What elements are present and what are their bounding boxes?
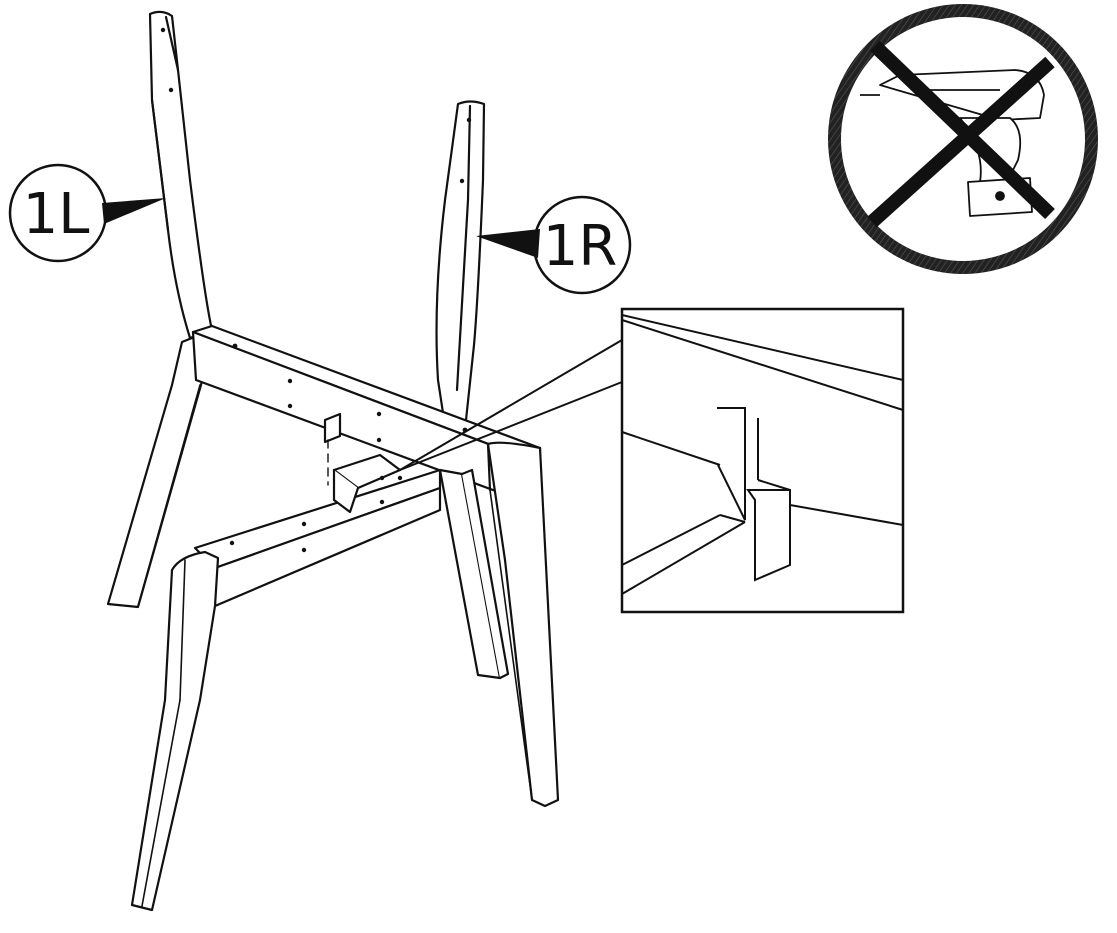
joint-detail-inset xyxy=(620,307,905,614)
part-label-1l: 1L xyxy=(8,163,166,263)
part-label-1l-text: 1L xyxy=(23,182,90,247)
right-back-leg xyxy=(435,100,486,428)
left-back-leg xyxy=(106,10,214,609)
detail-callout-lines xyxy=(399,339,623,471)
front-left-leg xyxy=(130,550,220,912)
part-label-1r-text: 1R xyxy=(543,214,618,279)
right-rear-lower-leg xyxy=(438,468,510,680)
part-label-1r: 1R xyxy=(476,195,632,295)
no-power-drill-icon xyxy=(828,4,1098,274)
front-right-leg xyxy=(486,441,560,808)
